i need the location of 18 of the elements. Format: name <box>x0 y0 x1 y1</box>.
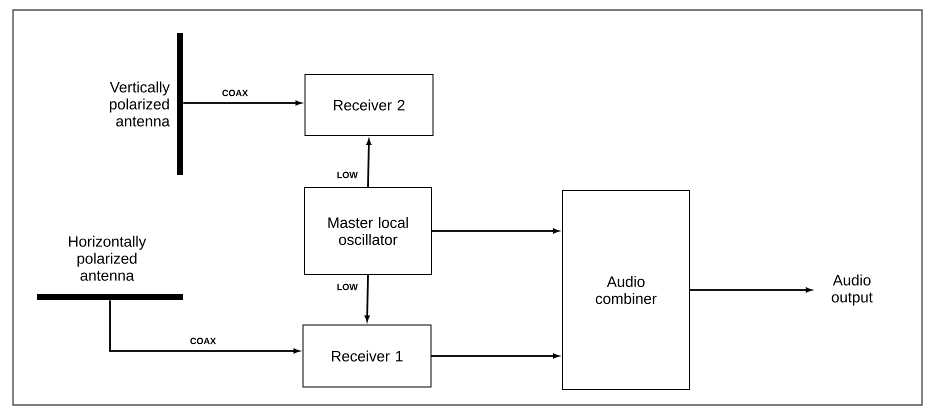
edge-label: LOW <box>336 170 359 180</box>
block-box: Audio combiner <box>562 190 690 390</box>
output-label: Audio output <box>832 274 873 306</box>
antenna-label: Vertically polarized antenna <box>110 82 170 126</box>
edge-label: COAX <box>189 336 217 346</box>
arrow <box>690 288 812 292</box>
block-box: Receiver 1 <box>302 324 432 388</box>
block-box: Master local oscillator <box>304 187 432 275</box>
arrow <box>432 228 559 234</box>
arrow <box>366 139 372 188</box>
block-box: Receiver 2 <box>304 74 434 136</box>
edge-label: LOW <box>336 282 359 292</box>
arrow <box>109 300 300 354</box>
arrow <box>432 354 559 358</box>
antenna-label: Horizontally polarized antenna <box>69 236 146 281</box>
edge-label: COAX <box>221 88 249 98</box>
arrow <box>364 274 370 322</box>
arrow <box>183 100 302 106</box>
